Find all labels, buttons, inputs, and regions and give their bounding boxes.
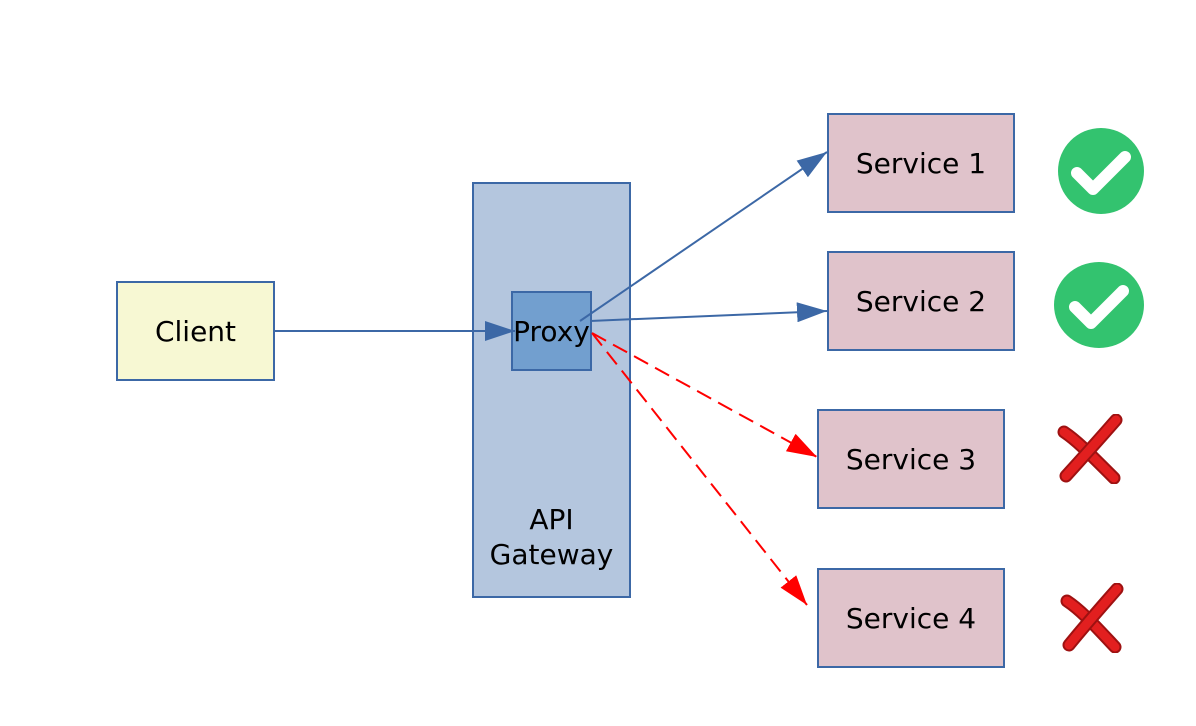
api-gateway-box: API Gateway xyxy=(472,182,631,598)
check-circle-icon xyxy=(1058,128,1144,214)
cross-icon xyxy=(1060,583,1124,653)
service-3-box: Service 3 xyxy=(817,409,1005,509)
service-2-label: Service 2 xyxy=(855,284,987,318)
proxy-box: Proxy xyxy=(511,291,592,371)
service-1-box: Service 1 xyxy=(827,113,1015,213)
service-2-box: Service 2 xyxy=(827,251,1015,351)
service-4-box: Service 4 xyxy=(817,568,1005,668)
api-gateway-label: API Gateway xyxy=(489,503,614,571)
client-box: Client xyxy=(116,281,275,381)
client-label: Client xyxy=(154,314,237,348)
service-3-label: Service 3 xyxy=(845,442,977,476)
proxy-label: Proxy xyxy=(513,314,590,348)
service-1-label: Service 1 xyxy=(855,146,987,180)
check-circle-icon xyxy=(1054,262,1144,348)
cross-icon xyxy=(1057,414,1123,484)
service-4-label: Service 4 xyxy=(845,601,977,635)
